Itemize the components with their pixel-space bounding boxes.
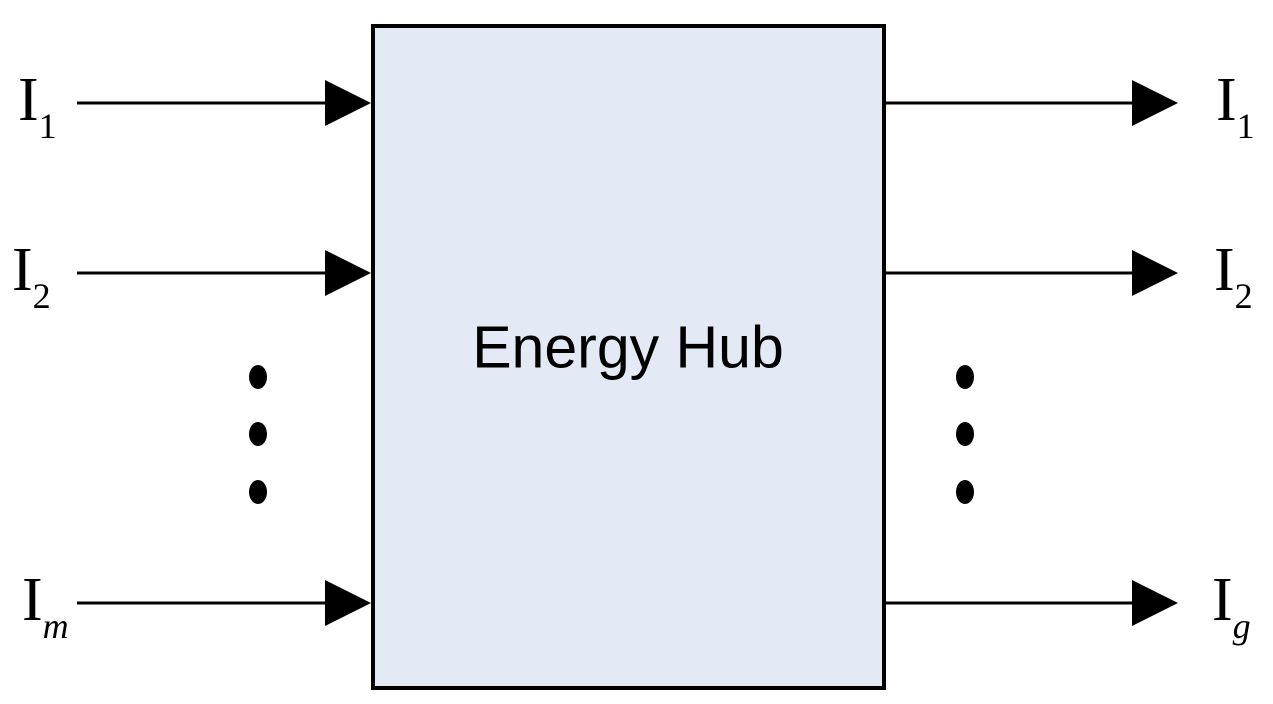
input-ellipsis-dot-2 [249,422,267,446]
output-ellipsis-dot-2 [956,422,974,446]
output-port-label-3: Ig [1212,566,1251,646]
output-arrow-3 [886,580,1178,626]
output-port-label-1: I1 [1216,66,1255,146]
input-port-label-1: I1 [18,66,57,146]
input-ellipsis-dot-1 [249,365,267,389]
output-arrow-2 [886,250,1178,296]
input-arrowhead-2 [325,250,371,296]
energy-hub-label: Energy Hub [472,315,784,381]
output-ellipsis-dot-3 [956,480,974,504]
output-arrowhead-1 [1132,80,1178,126]
input-port-label-2: I2 [12,236,51,316]
input-arrowhead-3 [325,580,371,626]
output-arrowhead-3 [1132,580,1178,626]
input-arrow-1 [77,80,371,126]
output-port-label-2: I2 [1214,236,1253,316]
output-vertical-ellipsis-icon [956,365,974,504]
output-ellipsis-dot-1 [956,365,974,389]
input-arrow-2 [77,250,371,296]
input-vertical-ellipsis-icon [249,365,267,504]
output-arrowhead-2 [1132,250,1178,296]
output-arrow-1 [886,80,1178,126]
input-arrow-3 [77,580,371,626]
input-port-label-3: Im [22,566,69,646]
energy-hub-box [371,24,886,690]
input-ellipsis-dot-3 [249,480,267,504]
input-arrowhead-1 [325,80,371,126]
